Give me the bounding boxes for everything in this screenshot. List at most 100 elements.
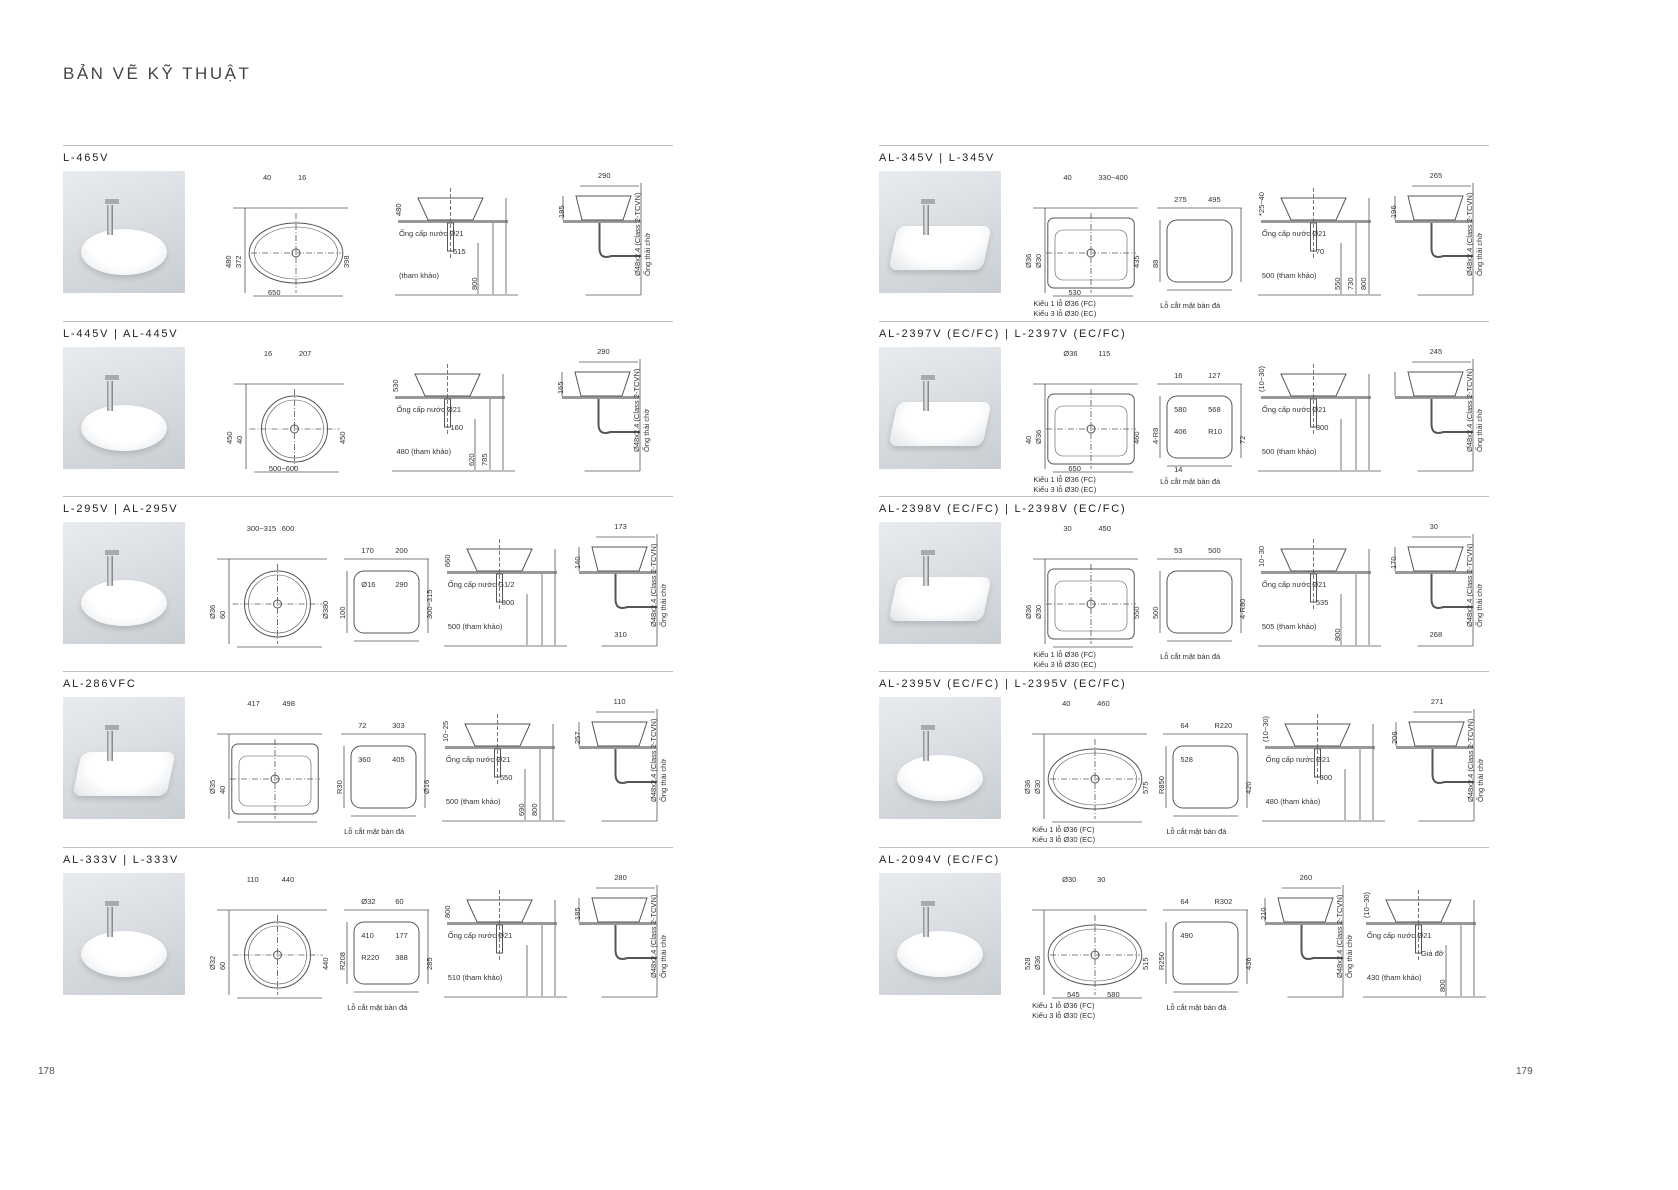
dimension-label: 500 (tham khảo) xyxy=(447,622,503,631)
dimension-label: 100 xyxy=(338,606,348,619)
dimension-label: 600 xyxy=(281,524,295,533)
technical-drawing-side xyxy=(578,709,658,822)
countertop xyxy=(1264,746,1375,749)
cutout-outline xyxy=(1172,745,1239,809)
dimension-label: 417 xyxy=(247,699,260,708)
technical-drawing-cutout xyxy=(1157,207,1243,291)
dimension-label: 173 xyxy=(614,522,627,531)
faucet-image xyxy=(105,550,119,586)
dimension-label: 257 xyxy=(572,731,582,744)
dimension-label: 800 xyxy=(442,905,452,918)
dimension-label: Ống cấp nước Ø21 xyxy=(396,405,462,414)
dimension-label: 127 xyxy=(1208,371,1221,380)
countertop xyxy=(395,396,506,399)
dimension-label: 60 xyxy=(395,897,404,906)
dimension-label: 10~30 xyxy=(1256,545,1266,567)
product-model-title: AL-2397V (EC/FC) | L-2397V (EC/FC) xyxy=(879,328,1127,340)
product-photo xyxy=(63,347,185,469)
dimension-label: Ø48x2.4 (Class 2-TCVN) xyxy=(649,543,659,627)
dimension-label: Lỗ cắt mặt bàn đá xyxy=(1160,301,1221,310)
dimension-label: Kiểu 3 lỗ Ø30 (EC) xyxy=(1032,835,1096,844)
basin-section xyxy=(1408,721,1465,747)
countertop xyxy=(446,571,557,574)
dimension-label: 530 xyxy=(1068,288,1081,297)
dimension-label: Ống cấp nước Ø21 xyxy=(445,755,511,764)
dimension-label: 40 xyxy=(1024,435,1034,444)
dimension-label: 450 xyxy=(337,431,347,444)
technical-drawing-side xyxy=(1394,183,1474,296)
dimension-label: 185 xyxy=(573,907,583,920)
product-photo xyxy=(63,873,185,995)
dimension-label: *25~40 xyxy=(1256,192,1266,216)
dimension-label: 650 xyxy=(1068,464,1081,473)
dimension-label: Ø36 xyxy=(1024,604,1034,619)
dimension-label: Ø30 xyxy=(1034,253,1044,268)
dimension-label: 435 xyxy=(1132,255,1142,268)
dimension-label: 275 xyxy=(1174,195,1187,204)
countertop xyxy=(1395,746,1474,749)
cutout-outline xyxy=(350,745,417,809)
trap-pipe xyxy=(1430,399,1473,434)
dimension-label: 177 xyxy=(395,931,408,940)
technical-drawing-cutout xyxy=(341,733,427,817)
dimension-label: Ø32 xyxy=(361,897,376,906)
technical-drawing-plan-round xyxy=(233,383,344,473)
product-model-title: L-465V xyxy=(63,152,110,164)
technical-drawing-cutout xyxy=(1163,733,1249,817)
product-photo xyxy=(879,522,1001,644)
dimension-label: (10~30) xyxy=(1260,715,1270,742)
cutout-outline xyxy=(1172,921,1239,985)
dimension-label: Ø16 xyxy=(361,580,376,589)
basin-section xyxy=(1406,546,1464,572)
dimension-label: 420 xyxy=(1244,781,1254,794)
dimension-label: 436 xyxy=(1244,957,1254,970)
technical-drawing-plan-rect xyxy=(1033,558,1139,648)
dimension-label: 16 xyxy=(1174,371,1183,380)
dimension-label: R250 xyxy=(1157,952,1167,970)
product-photo xyxy=(879,171,1001,293)
dimension-label: 330~400 xyxy=(1098,173,1128,182)
technical-drawing-side xyxy=(578,885,658,998)
dimension-label: 800 xyxy=(1315,423,1329,432)
product-photo xyxy=(63,522,185,644)
trap-pipe xyxy=(1430,223,1473,258)
dimension-label: 398 xyxy=(342,255,351,268)
technical-drawing-plan-oval xyxy=(1032,909,1148,999)
basin-section xyxy=(417,197,484,221)
dimension-label: 800 xyxy=(501,598,515,607)
dimension-label: Lỗ cắt mặt bàn đá xyxy=(347,1003,408,1012)
faucet-image xyxy=(105,199,119,235)
dimension-label: 550 xyxy=(1132,606,1142,619)
product-model-title: AL-2398V (EC/FC) | L-2398V (EC/FC) xyxy=(879,503,1127,515)
dimension-label: 271 xyxy=(1430,697,1444,706)
countertop xyxy=(1394,571,1473,574)
technical-drawing-section xyxy=(441,714,565,822)
basin-image xyxy=(888,226,992,270)
dimension-label: Kiểu 1 lỗ Ø36 (FC) xyxy=(1033,299,1096,308)
trap-pipe xyxy=(614,925,658,960)
basin-section xyxy=(465,548,533,572)
product-model-title: L-445V | AL-445V xyxy=(63,328,179,340)
countertop xyxy=(579,922,658,925)
dimension-label: Ø36 xyxy=(1063,349,1078,358)
faucet-image xyxy=(105,901,119,937)
dimension-label: 440 xyxy=(281,875,295,884)
dimension-label: 505 (tham khảo) xyxy=(1261,622,1317,631)
basin-section xyxy=(1406,195,1464,221)
product-photo xyxy=(879,697,1001,819)
cutout-outline xyxy=(1166,395,1233,459)
dimension-label: (10~30) xyxy=(1361,891,1371,918)
technical-drawing-section xyxy=(1261,714,1385,822)
basin-section xyxy=(1283,723,1351,747)
